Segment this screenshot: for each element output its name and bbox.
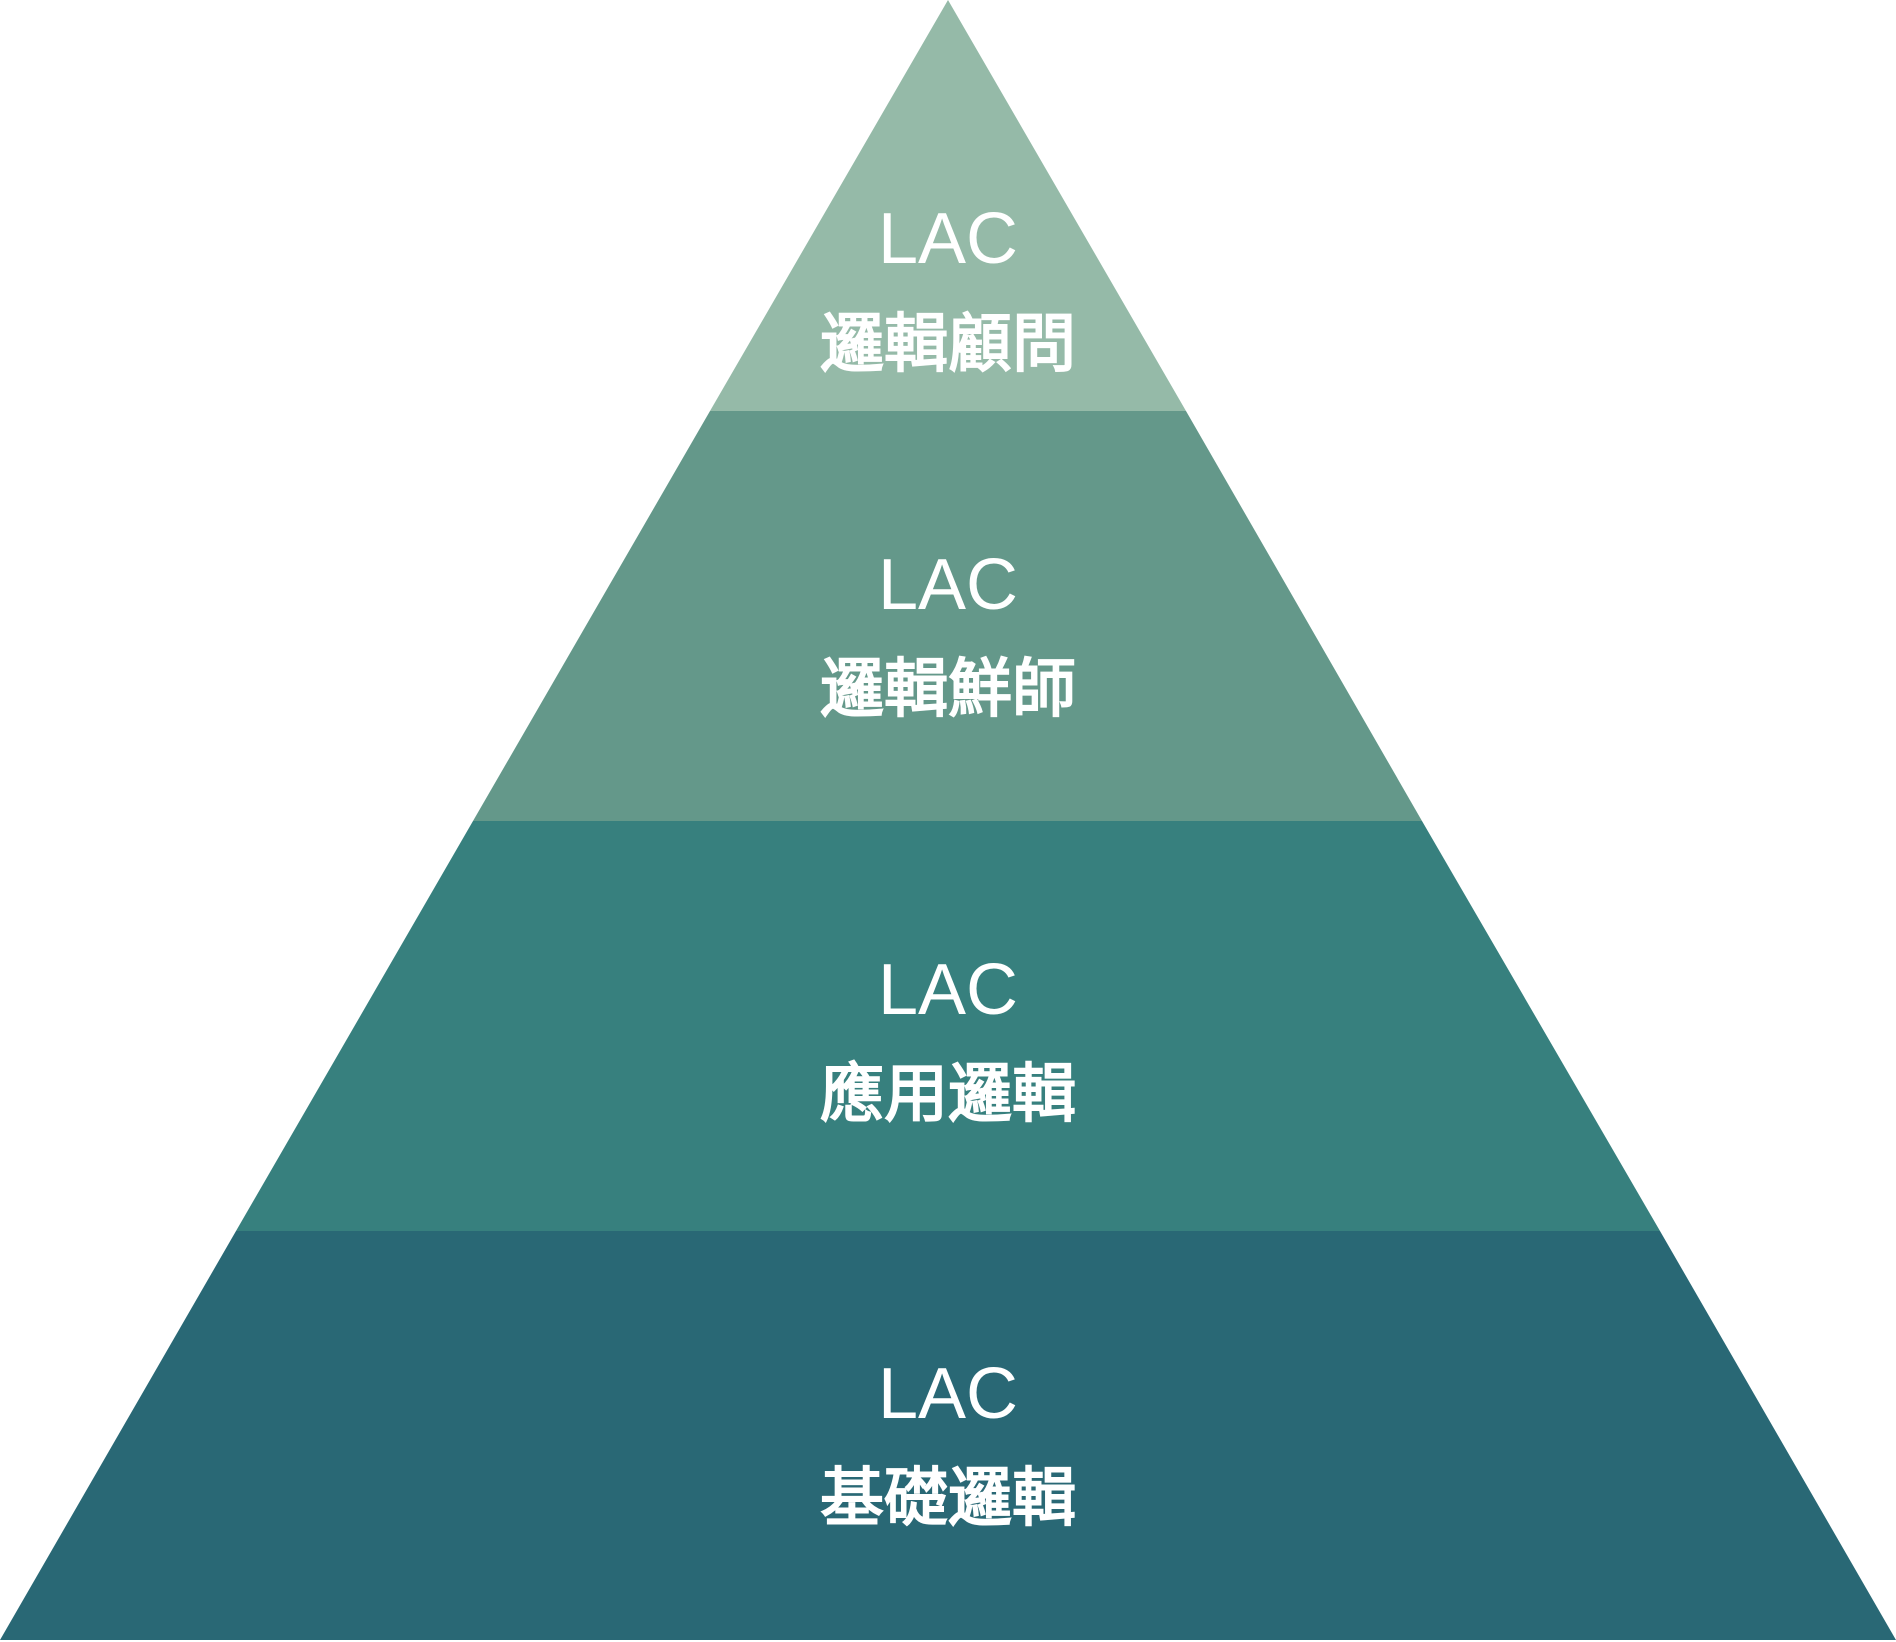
level-3-subtitle: 應用邏輯 [820, 1058, 1076, 1132]
pyramid-level-2 [473, 411, 1422, 821]
level-4-title: LAC [878, 1354, 1018, 1434]
pyramid-level-1 [710, 0, 1186, 411]
level-3-title: LAC [878, 950, 1018, 1030]
level-2-subtitle: 邏輯鮮師 [820, 653, 1076, 727]
level-1-title: LAC [878, 199, 1018, 279]
level-2-title: LAC [878, 545, 1018, 625]
level-1-subtitle: 邏輯顧問 [820, 308, 1076, 382]
pyramid-level-4 [0, 1231, 1896, 1640]
level-4-subtitle: 基礎邏輯 [820, 1462, 1076, 1536]
pyramid-level-3 [236, 821, 1660, 1231]
